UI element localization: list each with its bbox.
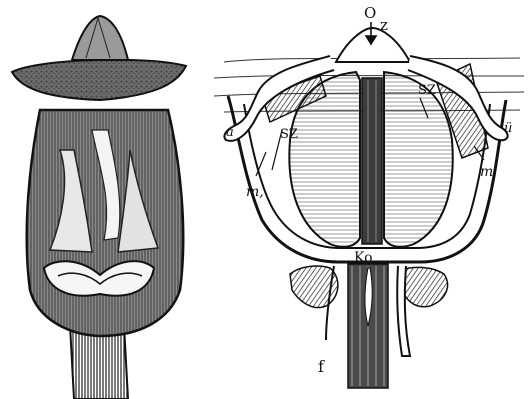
section-diagram: O z SZ SZ Ko m m, a ü f [214, 4, 524, 388]
label-o: O [364, 4, 376, 22]
central-column [362, 78, 382, 244]
lower-lobe-right [400, 267, 448, 306]
label-z: z [380, 16, 388, 34]
flower-bud-drawing [12, 16, 186, 399]
bud-tip [72, 16, 128, 60]
label-sz-left: SZ [280, 127, 298, 142]
label-sz-right: SZ [418, 83, 436, 98]
top-dome [336, 28, 410, 62]
label-a-left: a [226, 125, 234, 140]
label-ko: Ko [354, 250, 373, 266]
label-f: f [318, 357, 325, 376]
label-u-right: ü [504, 121, 512, 136]
label-m1: m, [246, 184, 264, 200]
label-m-right: m [480, 164, 493, 180]
